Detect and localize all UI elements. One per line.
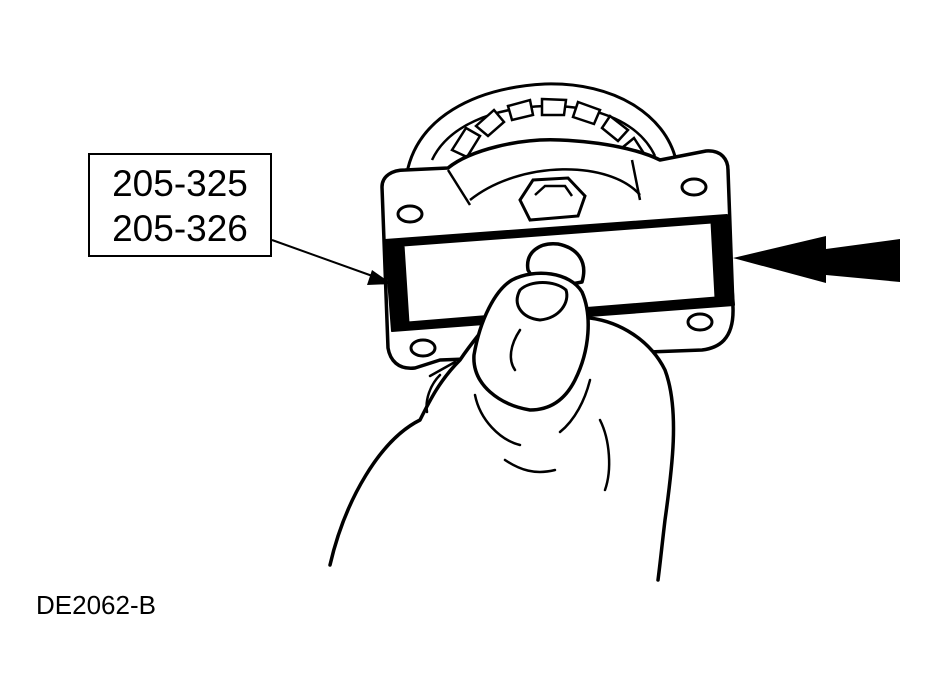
bolt-hole-bottom-right xyxy=(686,312,714,332)
bolt-hole-top-left xyxy=(396,204,424,224)
tool-number-2: 205-326 xyxy=(112,208,248,249)
callout-leader xyxy=(271,239,392,285)
direction-arrow xyxy=(733,236,900,283)
figure-id-label: DE2062-B xyxy=(36,590,156,620)
tool-number-1: 205-325 xyxy=(112,163,248,204)
center-hex-nut xyxy=(518,176,587,222)
bracket-contour xyxy=(446,159,642,206)
bolt-holes xyxy=(396,177,714,358)
hand-creases xyxy=(425,328,611,492)
leader-arrowhead xyxy=(367,270,392,285)
thumbnail xyxy=(515,281,569,322)
hand xyxy=(328,242,676,582)
tool-number-callout: 205-325 205-326 xyxy=(88,153,272,257)
bolt-hole-bottom-left xyxy=(409,338,437,358)
bolt-hole-top-right xyxy=(680,177,708,197)
